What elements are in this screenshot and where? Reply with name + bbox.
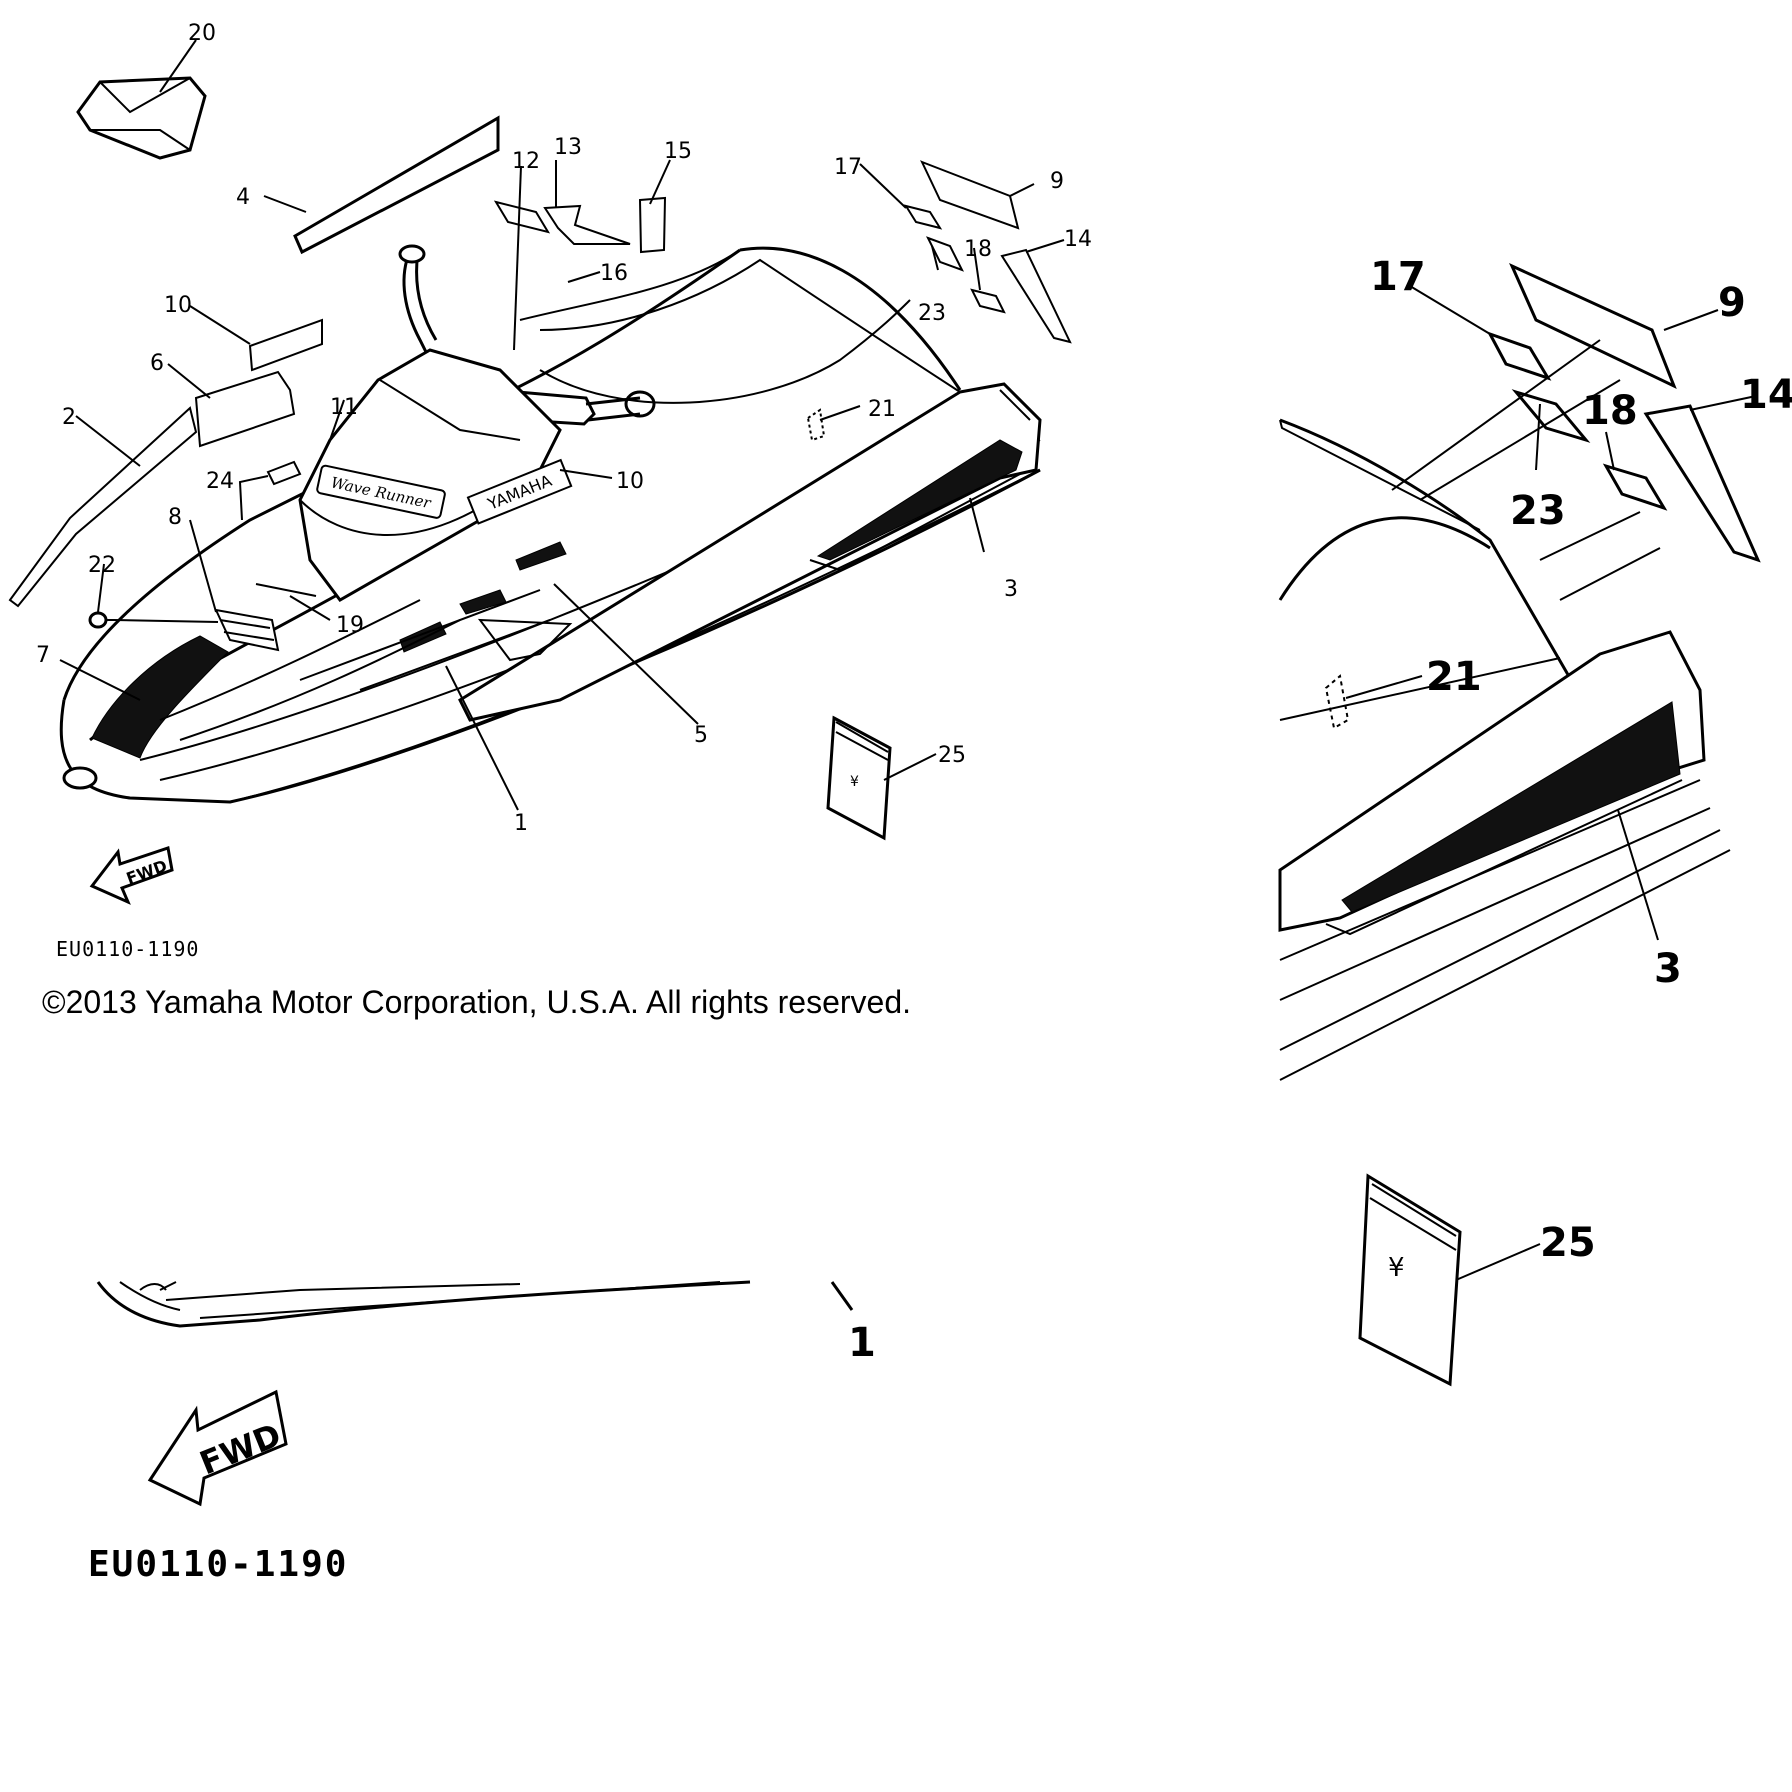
diagram-code: EU0110-1190: [56, 937, 199, 961]
zoom-callout-25: 25: [1540, 1220, 1596, 1266]
part-9-decal: [920, 160, 1020, 230]
callout-7: 7: [36, 643, 50, 668]
callout-18: 18: [964, 237, 992, 262]
zoom-callout-3: 3: [1654, 946, 1682, 992]
callout-5: 5: [694, 723, 708, 748]
callout-8: 8: [168, 505, 182, 530]
part-13-decal: [543, 204, 631, 245]
zoom-callout-23: 23: [1510, 488, 1566, 534]
callout-10a: 10: [164, 293, 192, 318]
part-24-decal: [266, 460, 302, 486]
callout-16: 16: [600, 261, 628, 286]
callout-6: 6: [150, 351, 164, 376]
callout-14: 14: [1064, 227, 1092, 252]
callout-24: 24: [206, 469, 234, 494]
main-diagram: YAMAHA Wave Runner ¥ FWD EU0110-1190: [8, 21, 1092, 961]
fwd-arrow: FWD: [89, 846, 174, 905]
zoom-diagram-code: EU0110-1190: [88, 1544, 348, 1585]
callout-9: 9: [1050, 169, 1064, 194]
callout-3: 3: [1004, 577, 1018, 602]
part-10-decal-upper: [248, 318, 323, 372]
part-17-decal: [903, 204, 943, 230]
callout-25: 25: [938, 743, 966, 768]
callout-10b: 10: [616, 469, 644, 494]
callout-13: 13: [554, 135, 582, 160]
zoom-detail-front: 1 FWD EU0110-1190: [88, 1280, 876, 1585]
part-2-strip: [8, 406, 198, 608]
callout-12: 12: [512, 149, 540, 174]
zoom-callout-9: 9: [1718, 280, 1746, 326]
part-3-stripe: [816, 439, 1023, 561]
part-23-decal: [925, 236, 965, 272]
part-6-decal: [194, 370, 296, 448]
yamaha-decal: YAMAHA: [466, 458, 573, 525]
wave-runner-decal: Wave Runner: [316, 464, 446, 519]
zoom-callout-1: 1: [848, 1320, 876, 1366]
callout-17: 17: [834, 155, 862, 180]
zoom-part-17: [1486, 331, 1552, 381]
svg-text:¥: ¥: [850, 774, 859, 790]
callout-2: 2: [62, 405, 76, 430]
part-4-strip: [293, 115, 500, 255]
zoom-detail-rear: ¥ 17 9 14 18 23 21 3 25: [1278, 254, 1792, 1387]
part-14-decal: [1000, 248, 1072, 344]
part-1-stripe: [399, 621, 447, 653]
callout-23: 23: [918, 301, 946, 326]
part-25-card: ¥: [826, 715, 892, 841]
zoom-part-9: [1509, 262, 1677, 389]
zoom-callout-17: 17: [1370, 254, 1426, 300]
callout-15: 15: [664, 139, 692, 164]
part-12-decal: [493, 200, 551, 234]
callout-11: 11: [330, 395, 358, 420]
zoom-part-23: [1511, 389, 1591, 443]
callout-1: 1: [514, 811, 528, 836]
part-18-decal: [970, 288, 1006, 314]
callout-21: 21: [868, 397, 896, 422]
callout-4: 4: [236, 185, 250, 210]
leader-lines: [59, 39, 1065, 811]
zoom-fwd-arrow: FWD: [147, 1389, 288, 1507]
zoom-part-18: [1602, 463, 1668, 511]
zoom-callout-18: 18: [1582, 388, 1638, 434]
callout-22: 22: [88, 553, 116, 578]
zoom-part-25: [1358, 1173, 1462, 1387]
part-7-panel: [91, 635, 229, 759]
svg-text:¥: ¥: [1388, 1253, 1405, 1283]
zoom-part-3-stripe: [1341, 701, 1681, 913]
zoom-callout-21: 21: [1426, 654, 1482, 700]
zoom-part-14: [1643, 404, 1761, 563]
part-15-decal: [638, 196, 667, 254]
part-8-decal: [214, 608, 280, 652]
hull: [59, 246, 1042, 804]
part-22-bolt: [88, 611, 114, 629]
part-20-pad: [76, 76, 207, 160]
copyright-notice: ©2013 Yamaha Motor Corporation, U.S.A. A…: [42, 984, 912, 1020]
callouts: 1 2 3 4 5 6 7 8 9 10 10 11 12 13 14 15 1…: [36, 21, 1092, 836]
callout-19: 19: [336, 613, 364, 638]
callout-20: 20: [188, 21, 216, 46]
zoom-callout-14: 14: [1740, 372, 1792, 418]
